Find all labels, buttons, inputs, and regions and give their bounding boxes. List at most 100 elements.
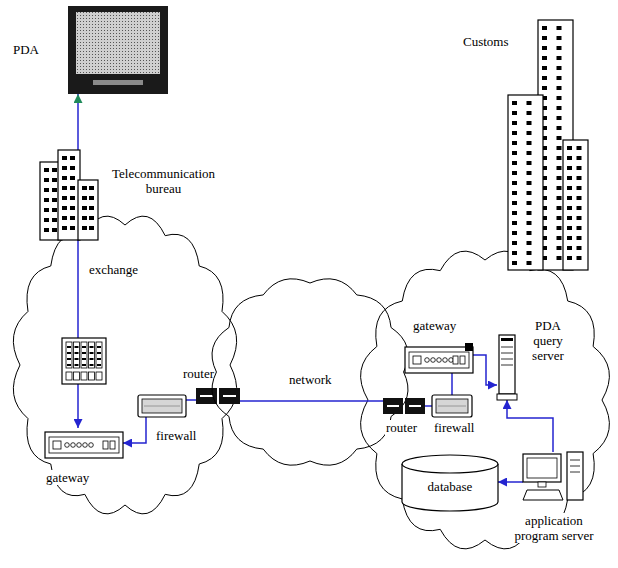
customs-part xyxy=(557,36,562,40)
exchange-part xyxy=(90,346,94,348)
database-cylinder: database xyxy=(402,455,498,511)
router-icon xyxy=(196,388,240,404)
firewall-part xyxy=(432,395,472,417)
customs-part xyxy=(557,116,562,120)
pda-part xyxy=(68,6,168,94)
gateway-part xyxy=(83,443,88,448)
telecom-part xyxy=(44,228,49,232)
customs-part xyxy=(557,216,562,220)
application-server: application program server xyxy=(523,452,585,510)
computer-part xyxy=(523,454,561,482)
firewall-part xyxy=(142,399,182,413)
node-label: Customs xyxy=(462,34,510,49)
exchange-part xyxy=(96,372,102,380)
telecom-part xyxy=(82,196,87,200)
telecom-part xyxy=(70,216,75,220)
customs-part xyxy=(577,176,582,180)
exchange-part xyxy=(67,364,71,366)
telecom-part xyxy=(70,176,75,180)
exchange-part xyxy=(96,342,102,368)
exchange-part xyxy=(97,352,101,354)
customs-part xyxy=(527,181,532,185)
firewall: firewall xyxy=(138,395,186,417)
gateway-part xyxy=(77,443,82,448)
computer-part xyxy=(570,466,580,467)
customs-part xyxy=(577,236,582,240)
exchange-part xyxy=(97,358,101,360)
router-part xyxy=(196,388,240,404)
exchange-part xyxy=(81,342,87,368)
customs-part xyxy=(527,201,532,205)
exchange-part xyxy=(67,358,71,360)
gateway: gateway xyxy=(45,428,123,458)
customs-part xyxy=(512,221,517,225)
firewall-part xyxy=(138,395,186,417)
gateway2-part xyxy=(437,358,442,363)
router-part xyxy=(405,398,425,414)
customs-part xyxy=(557,26,562,30)
node-label: router xyxy=(385,420,418,435)
customs-part xyxy=(577,256,582,260)
computer-part xyxy=(570,472,580,473)
customs-part xyxy=(567,206,572,210)
customs-part xyxy=(542,86,547,90)
customs-part xyxy=(577,246,582,250)
gateway2-part xyxy=(453,356,458,364)
telecom-part xyxy=(52,178,57,182)
customs-part xyxy=(542,36,547,40)
telecom-part xyxy=(44,178,49,182)
router-icon xyxy=(383,398,425,414)
gateway2-part xyxy=(425,358,430,363)
gateway-icon xyxy=(45,428,123,458)
telecom-part xyxy=(62,166,67,170)
customs-part xyxy=(542,46,547,50)
customs-part xyxy=(557,206,562,210)
telecom-part xyxy=(52,188,57,192)
customs-part xyxy=(567,196,572,200)
customs-part xyxy=(542,26,547,30)
exchange-part xyxy=(82,358,86,360)
telecom-part xyxy=(82,216,87,220)
firewall-part xyxy=(432,395,472,417)
exchange-part xyxy=(62,338,106,384)
router-part xyxy=(383,398,425,414)
customs-part xyxy=(527,121,532,125)
telecom-part xyxy=(70,186,75,190)
customs-part xyxy=(527,231,532,235)
exchange-switch-icon xyxy=(62,338,106,384)
customs-part xyxy=(527,101,532,105)
customs-part xyxy=(512,161,517,165)
customs-part xyxy=(557,156,562,160)
telecom-part xyxy=(70,166,75,170)
customs-part xyxy=(542,56,547,60)
customs-part xyxy=(567,246,572,250)
customs-part xyxy=(527,111,532,115)
node-label: firewall xyxy=(433,420,475,435)
cloud-part xyxy=(212,279,408,465)
customs-part xyxy=(512,261,517,265)
router: router xyxy=(196,388,240,404)
query-server: PDA query server xyxy=(497,335,517,400)
customs-part xyxy=(527,211,532,215)
customs-part xyxy=(567,216,572,220)
connector xyxy=(507,400,553,452)
customs-part xyxy=(567,256,572,260)
customs-part xyxy=(527,171,532,175)
gateway-part xyxy=(53,441,61,449)
customs-building-icon xyxy=(508,20,588,270)
connector xyxy=(240,400,383,402)
customs-part xyxy=(542,66,547,70)
customs-part xyxy=(577,146,582,150)
gateway-part xyxy=(110,441,115,449)
telecom-part xyxy=(52,208,57,212)
connector xyxy=(77,240,79,338)
router-part xyxy=(200,395,213,397)
customs-part xyxy=(527,191,532,195)
customs-part xyxy=(527,161,532,165)
customs-part xyxy=(527,251,532,255)
customs-part xyxy=(577,216,582,220)
customs-part xyxy=(512,151,517,155)
firewall-icon xyxy=(432,395,472,417)
customs-part xyxy=(512,181,517,185)
gateway-icon xyxy=(405,343,473,373)
